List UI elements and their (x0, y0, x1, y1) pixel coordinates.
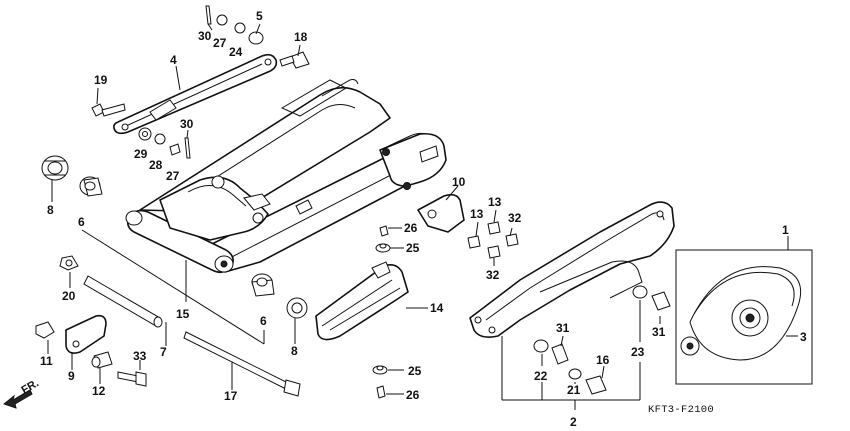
callout-11: 11 (40, 354, 53, 368)
callout-6-left: 6 (78, 215, 85, 229)
callout-19: 19 (94, 73, 108, 87)
callout-7: 7 (160, 345, 167, 359)
callout-23: 23 (631, 345, 645, 359)
callout-1: 1 (782, 223, 789, 237)
callout-10: 10 (452, 175, 466, 189)
part-26-25-upper-screw-collar (375, 225, 391, 253)
part-25-26-lower-screw-collar (372, 365, 388, 399)
callout-25-lower: 25 (408, 364, 422, 378)
callout-21: 21 (567, 383, 581, 397)
part-4-torque-link (113, 53, 278, 135)
part-2-chain-case (469, 201, 675, 338)
callout-30-top: 30 (198, 29, 212, 43)
callout-32-upper: 32 (508, 211, 522, 225)
callout-13-left: 13 (470, 207, 484, 221)
callout-4: 4 (170, 53, 177, 67)
callout-13-right: 13 (488, 195, 502, 209)
part-23-31-right-hardware (632, 285, 671, 311)
callout-17: 17 (224, 389, 238, 403)
part-8-bearing-lower (286, 297, 308, 319)
callout-2: 2 (570, 415, 577, 429)
callout-22: 22 (534, 369, 548, 383)
diagram-code: KFT3-F2100 (648, 404, 714, 416)
callout-30-mid: 30 (180, 117, 194, 131)
part-7-pivot-shaft (83, 275, 163, 328)
part-29-28-27-30-nuts (138, 127, 191, 159)
callout-31-right: 31 (652, 325, 666, 339)
callout-12: 12 (92, 384, 106, 398)
part-9-chain-adjuster (65, 314, 107, 354)
part-11-nut (35, 321, 55, 339)
callout-8-right: 8 (291, 344, 298, 358)
callout-31-center: 31 (556, 321, 570, 335)
callout-18: 18 (294, 30, 308, 44)
part-33-bolt (117, 371, 147, 387)
callout-3: 3 (800, 330, 807, 344)
front-direction-arrow: FR. (2, 377, 41, 409)
callout-26-upper: 26 (404, 221, 418, 235)
part-10-chain-guide-bracket (417, 193, 465, 233)
part-17-axle (183, 331, 301, 397)
callout-numbers: 30 27 24 5 18 4 19 30 29 28 27 8 6 20 15… (40, 9, 807, 429)
callout-8-left: 8 (47, 203, 54, 217)
part-6-bushing-upper (79, 176, 103, 197)
callout-33: 33 (133, 349, 147, 363)
callout-9: 9 (68, 369, 75, 383)
callout-27-mid: 27 (166, 169, 180, 183)
part-20-nut (59, 255, 79, 271)
callout-25-upper: 25 (406, 241, 420, 255)
callout-27-top: 27 (213, 36, 227, 50)
part-18-5-24-27-30-top-hardware (205, 5, 310, 69)
callout-20: 20 (62, 289, 76, 303)
part-8-bearing-upper (41, 155, 69, 181)
callout-16: 16 (596, 353, 610, 367)
front-direction-label: FR. (20, 377, 41, 396)
part-13-32-bolts (467, 221, 519, 259)
callout-15: 15 (176, 307, 190, 321)
callout-29: 29 (134, 147, 148, 161)
callout-28: 28 (149, 158, 163, 172)
callout-5: 5 (256, 9, 263, 23)
part-1-drive-chain-kit (675, 249, 813, 385)
part-12-collar (91, 351, 113, 369)
part-22-31-21-16-case-hardware (533, 339, 607, 395)
callout-6-right: 6 (260, 314, 267, 328)
part-14-chain-slider (315, 261, 409, 341)
callout-32-lower: 32 (486, 268, 500, 282)
callout-26-lower: 26 (406, 388, 420, 402)
part-19-bolt (91, 103, 126, 117)
part-6-bushing-lower (251, 273, 275, 297)
swingarm (125, 79, 447, 274)
leader-lines (47, 23, 798, 410)
callout-24: 24 (229, 45, 243, 59)
callout-14: 14 (430, 301, 444, 315)
